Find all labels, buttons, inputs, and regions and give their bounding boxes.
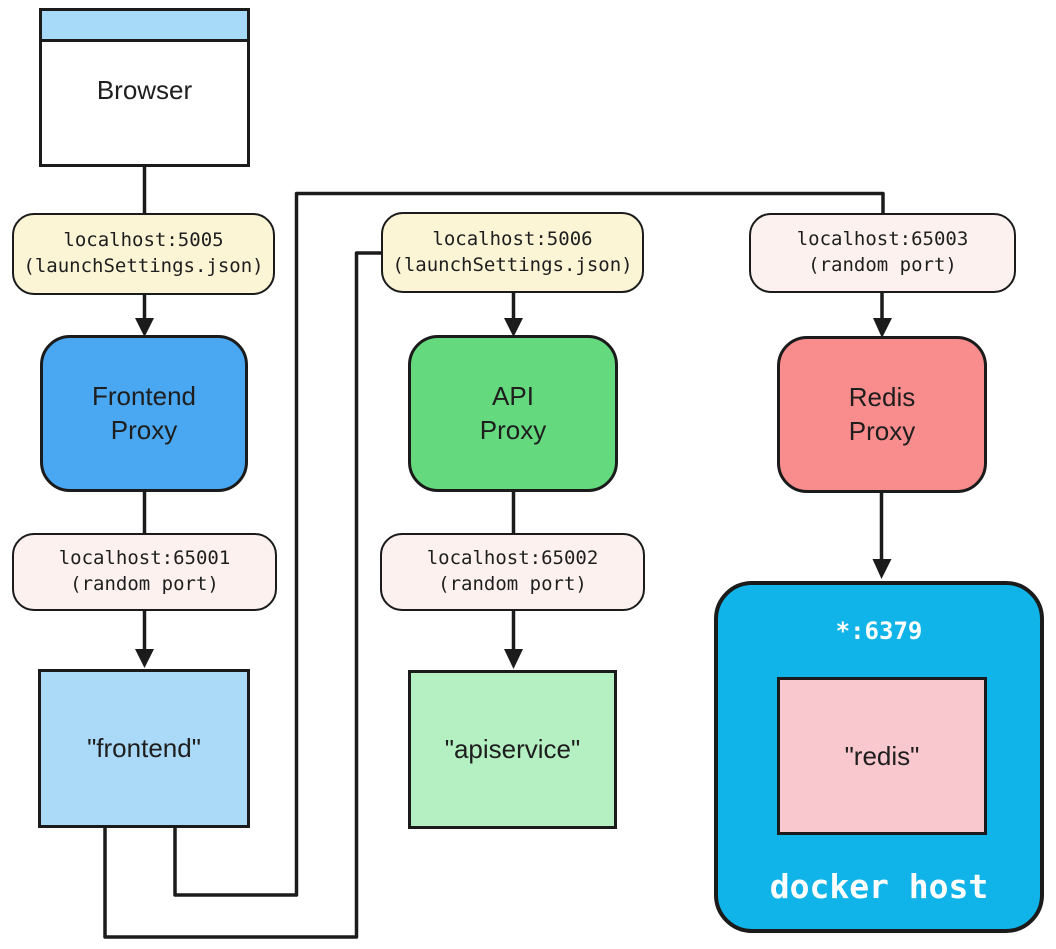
- port-label-line2: (random port): [808, 254, 957, 276]
- redis-proxy-label: Redis Proxy: [848, 381, 916, 446]
- port-label-localhost-65001: localhost:65001 (random port): [12, 533, 277, 611]
- port-label-line2: (random port): [70, 573, 219, 595]
- port-label-line2: (launchSettings.json): [392, 253, 633, 276]
- port-label-localhost-65002: localhost:65002 (random port): [380, 533, 645, 611]
- port-label-localhost-5005: localhost:5005 (launchSettings.json): [12, 213, 275, 295]
- arrow-65002-label-to-apiservice: [504, 611, 523, 669]
- docker-host-label: docker host: [769, 867, 989, 906]
- port-label-line2: (random port): [438, 573, 587, 595]
- port-label-line1: localhost:65003: [796, 228, 969, 251]
- port-label-line1: localhost:5005: [63, 229, 224, 252]
- redis-node: "redis": [777, 677, 987, 835]
- port-label-line1: localhost:65001: [58, 547, 231, 570]
- port-label-line2: (launchSettings.json): [23, 255, 264, 277]
- api-proxy-label: API Proxy: [479, 380, 547, 445]
- arrow-5006-label-to-api-proxy: [504, 293, 523, 337]
- arrow-65003-label-to-redis-proxy: [873, 293, 892, 338]
- docker-host-port-label: *:6379: [835, 617, 923, 645]
- redis-label: "redis": [844, 740, 920, 771]
- frontend-proxy-label: Frontend Proxy: [91, 380, 197, 445]
- browser-window: Browser: [39, 8, 250, 167]
- apiservice-node: "apiservice": [408, 670, 617, 829]
- port-label-localhost-5006: localhost:5006 (launchSettings.json): [381, 212, 644, 293]
- api-proxy-node: API Proxy: [408, 335, 618, 492]
- arrow-redis-proxy-to-docker-host: [872, 493, 892, 579]
- port-label-localhost-65003: localhost:65003 (random port): [749, 213, 1016, 293]
- browser-label: Browser: [96, 74, 193, 105]
- frontend-proxy-node: Frontend Proxy: [40, 335, 248, 492]
- port-label-line1: localhost:5006: [432, 227, 593, 250]
- arrow-65001-label-to-frontend: [135, 611, 154, 668]
- port-label-line1: localhost:65002: [426, 547, 599, 570]
- redis-proxy-node: Redis Proxy: [777, 336, 987, 493]
- frontend-label: "frontend": [87, 733, 201, 763]
- apiservice-label: "apiservice": [444, 734, 581, 764]
- arrow-5005-label-to-frontend-proxy: [135, 295, 154, 337]
- docker-host-container: *:6379 "redis" docker host: [714, 581, 1044, 933]
- frontend-node: "frontend": [38, 669, 250, 828]
- browser-titlebar: [42, 11, 247, 42]
